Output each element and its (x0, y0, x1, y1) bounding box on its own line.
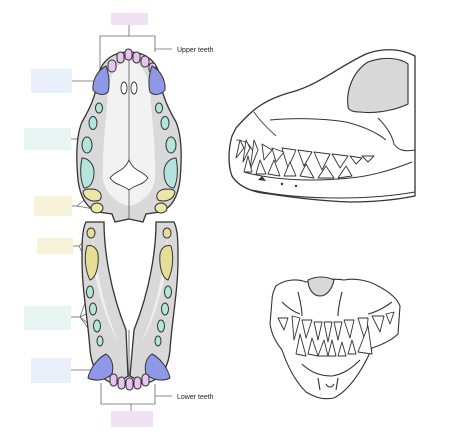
blank-upper-molars[interactable] (34, 196, 72, 216)
lower-canine-right (144, 353, 171, 381)
lower-canine-left (87, 353, 114, 381)
lower-jaw (81, 221, 179, 391)
upper-teeth-label: Upper teeth (177, 47, 214, 54)
blank-upper-canine[interactable] (31, 69, 72, 93)
lower-molars-left (84, 227, 99, 281)
lower-premolars-right (154, 285, 172, 347)
blank-lower-molars[interactable] (37, 238, 73, 254)
skull-lateral-view (228, 49, 416, 203)
blank-lower-canine[interactable] (31, 358, 71, 383)
blank-upper-incisors[interactable] (111, 13, 148, 25)
upper-canine-left (92, 65, 110, 95)
skull-frontal-view (269, 276, 401, 400)
upper-molars-right (154, 188, 176, 214)
upper-canine-right (148, 65, 166, 95)
blank-lower-premolars[interactable] (24, 306, 71, 330)
upper-molars-left (82, 188, 104, 214)
lower-molars-right (159, 227, 174, 281)
lower-incisors (109, 373, 150, 391)
lower-premolars-left (86, 285, 104, 347)
blank-lower-incisors[interactable] (111, 411, 153, 427)
label-blanks (24, 13, 153, 427)
upper-premolars-right (155, 102, 178, 189)
upper-jaw (76, 48, 182, 223)
blank-upper-premolars[interactable] (24, 128, 71, 150)
lower-teeth-label: Lower teeth (177, 394, 214, 401)
upper-premolars-left (80, 102, 103, 189)
